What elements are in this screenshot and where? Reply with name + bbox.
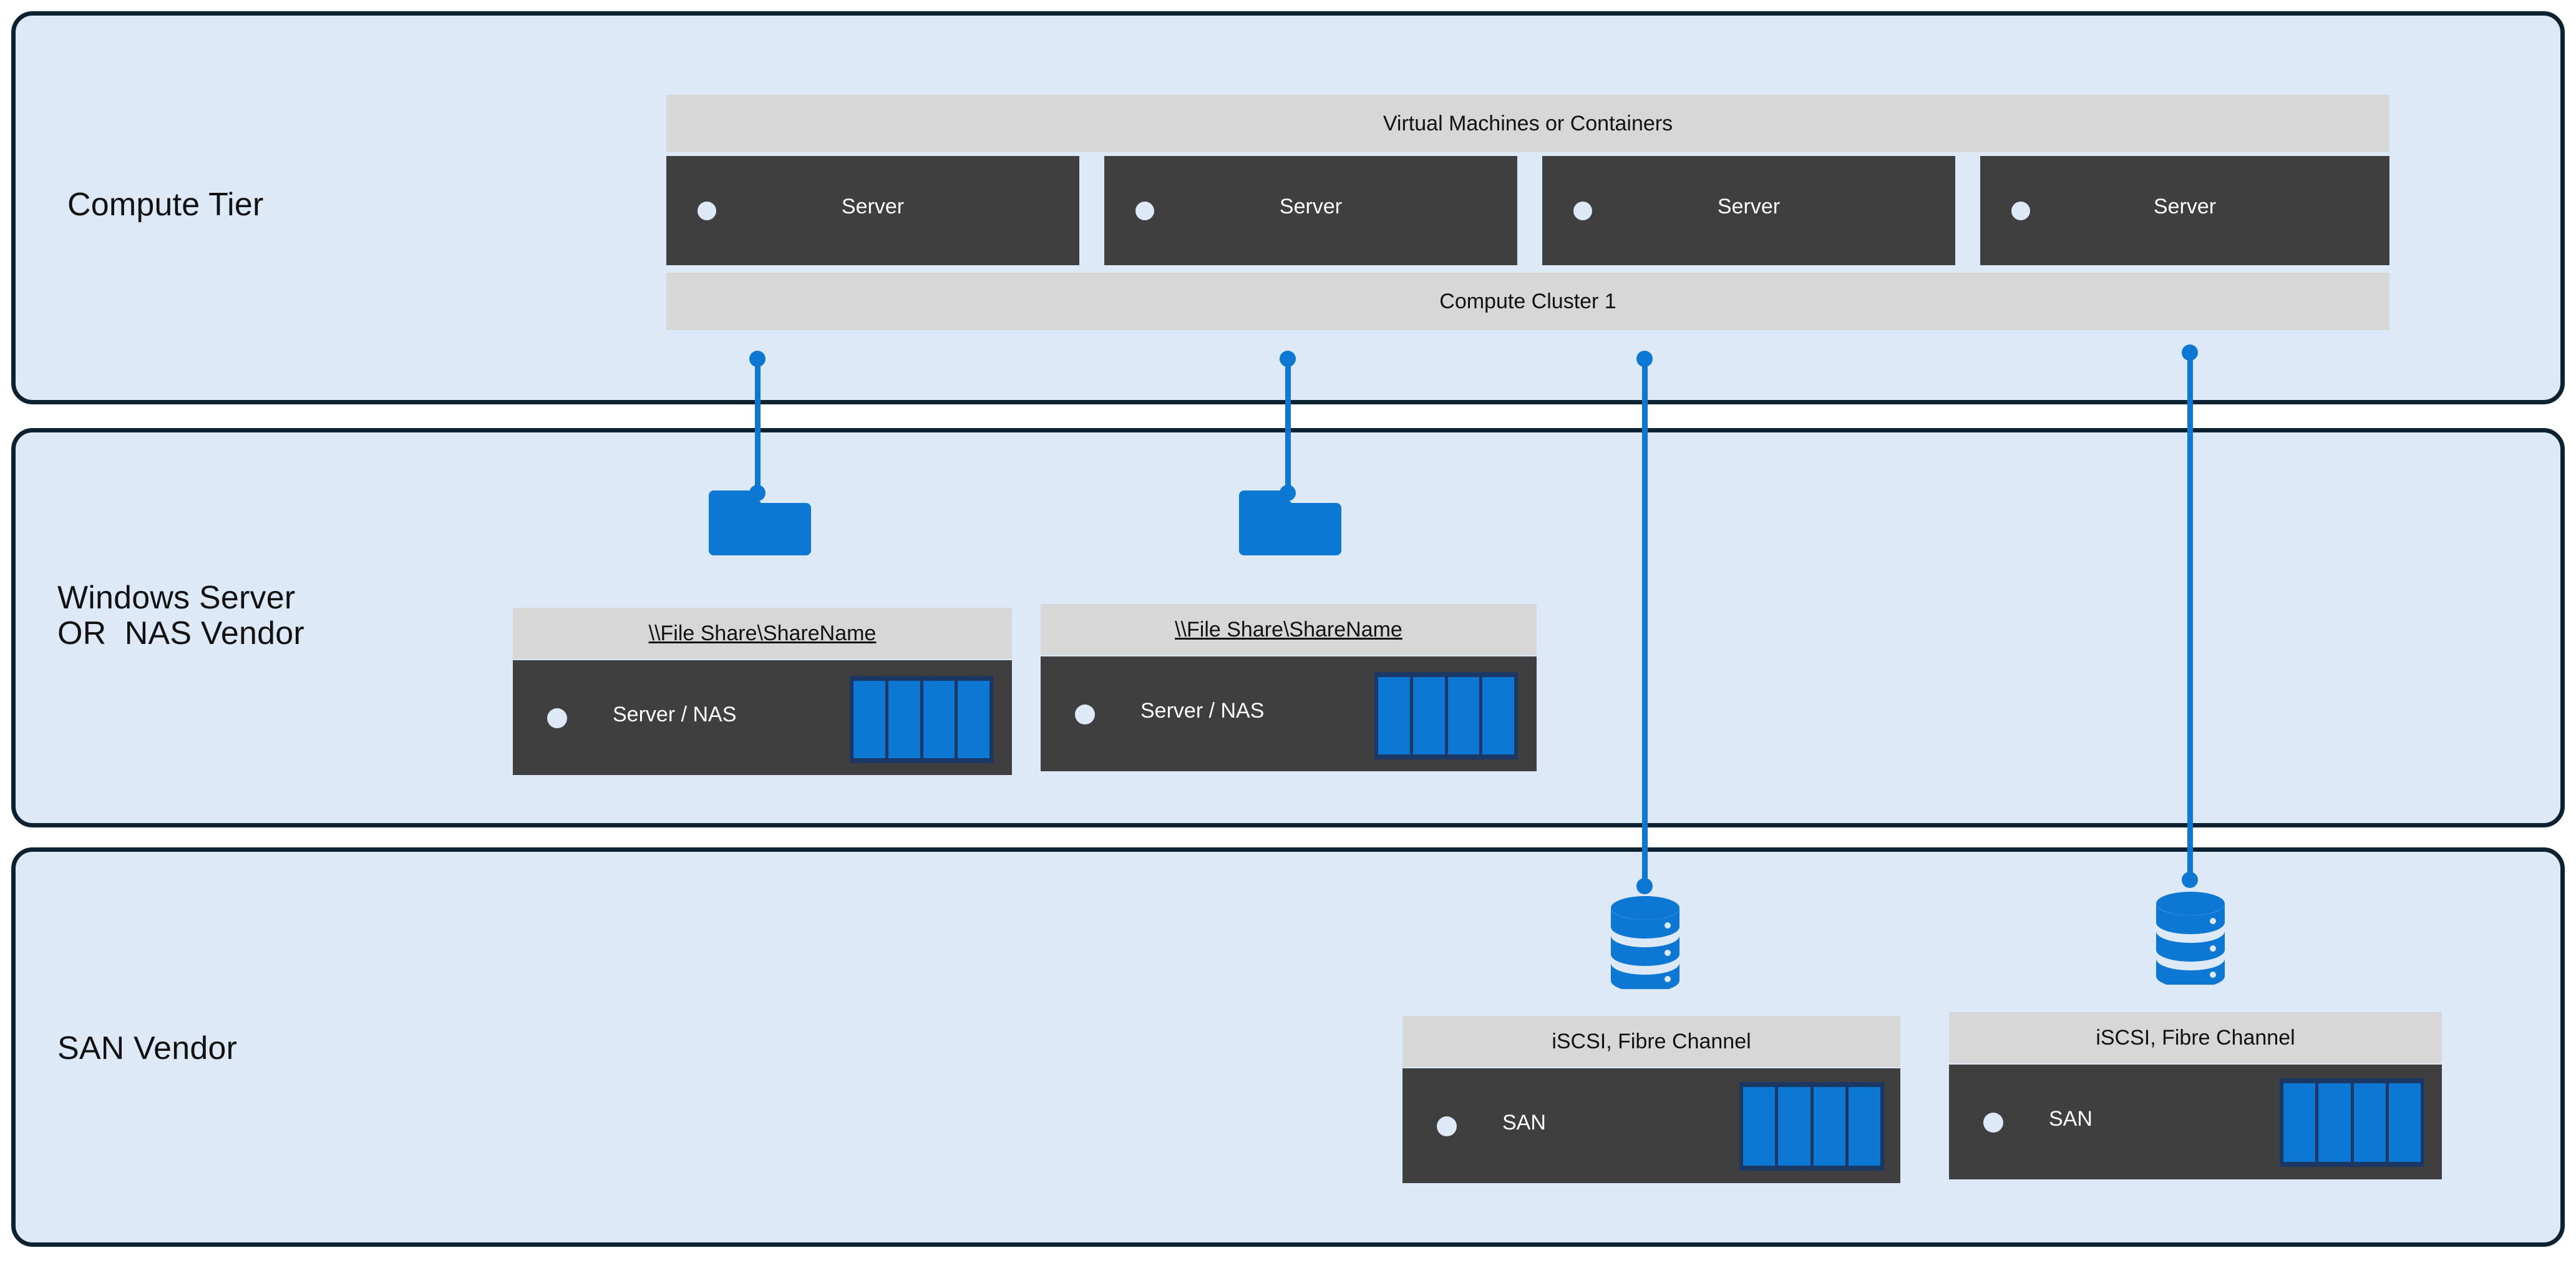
tier-label-san: SAN Vendor bbox=[57, 1030, 238, 1066]
status-led-icon bbox=[697, 202, 716, 220]
connector-endpoint-dot bbox=[1636, 878, 1653, 894]
san-device-2[interactable]: SAN bbox=[1949, 1065, 2442, 1179]
connector-endpoint-dot bbox=[2182, 872, 2198, 888]
connector-endpoint-dot bbox=[749, 485, 766, 501]
compute-server-2[interactable]: Server bbox=[1104, 156, 1517, 265]
compute-server-4-label: Server bbox=[2153, 195, 2217, 218]
connector-server3-san1 bbox=[1642, 359, 1648, 886]
nas-device-2-label: Server / NAS bbox=[1140, 699, 1265, 723]
san-device-1[interactable]: SAN bbox=[1402, 1068, 1900, 1183]
status-led-icon bbox=[1437, 1116, 1457, 1136]
database-icon bbox=[1608, 889, 1682, 992]
tier-label-compute: Compute Tier bbox=[67, 187, 264, 223]
folder-icon bbox=[704, 485, 811, 555]
connector-endpoint-dot bbox=[2182, 344, 2198, 361]
status-led-icon bbox=[2011, 202, 2030, 220]
connector-endpoint-dot bbox=[1636, 351, 1653, 367]
connector-server2-fileshare2 bbox=[1285, 359, 1291, 493]
nas-device-1-label: Server / NAS bbox=[613, 703, 737, 726]
san-caption-2: iSCSI, Fibre Channel bbox=[1949, 1012, 2442, 1063]
compute-server-2-label: Server bbox=[1279, 195, 1343, 218]
file-share-path-2: \\File Share\ShareName bbox=[1175, 617, 1402, 641]
nas-device-1[interactable]: Server / NAS bbox=[513, 660, 1012, 775]
compute-server-3-label: Server bbox=[1717, 195, 1781, 218]
disk-array-icon bbox=[1374, 672, 1518, 759]
compute-server-4[interactable]: Server bbox=[1980, 156, 2389, 265]
connector-endpoint-dot bbox=[749, 351, 766, 367]
status-led-icon bbox=[1075, 705, 1095, 724]
caption-virtual-machines: Virtual Machines or Containers bbox=[666, 95, 2389, 152]
compute-server-3[interactable]: Server bbox=[1542, 156, 1955, 265]
file-share-path-1: \\File Share\ShareName bbox=[648, 621, 877, 645]
tier-label-nas: Windows Server OR NAS Vendor bbox=[57, 580, 304, 652]
connector-endpoint-dot bbox=[1280, 485, 1296, 501]
san-device-1-label: SAN bbox=[1502, 1111, 1546, 1134]
file-share-caption-1: \\File Share\ShareName bbox=[513, 608, 1012, 659]
disk-array-icon bbox=[850, 676, 993, 763]
status-led-icon bbox=[547, 708, 567, 728]
disk-array-icon bbox=[1739, 1082, 1884, 1171]
folder-icon bbox=[1234, 485, 1341, 555]
disk-array-icon bbox=[2280, 1078, 2424, 1167]
database-icon bbox=[2154, 885, 2227, 988]
connector-server1-fileshare1 bbox=[755, 359, 761, 493]
caption-compute-cluster: Compute Cluster 1 bbox=[666, 273, 2389, 330]
status-led-icon bbox=[1983, 1113, 2003, 1133]
file-share-caption-2: \\File Share\ShareName bbox=[1041, 604, 1537, 655]
compute-server-1-label: Server bbox=[841, 195, 905, 218]
san-device-2-label: SAN bbox=[2049, 1107, 2092, 1131]
status-led-icon bbox=[1135, 202, 1154, 220]
san-caption-1: iSCSI, Fibre Channel bbox=[1402, 1016, 1900, 1067]
compute-server-1[interactable]: Server bbox=[666, 156, 1079, 265]
connector-endpoint-dot bbox=[1280, 351, 1296, 367]
connector-server4-san2 bbox=[2187, 353, 2193, 880]
nas-device-2[interactable]: Server / NAS bbox=[1041, 656, 1537, 771]
status-led-icon bbox=[1573, 202, 1592, 220]
